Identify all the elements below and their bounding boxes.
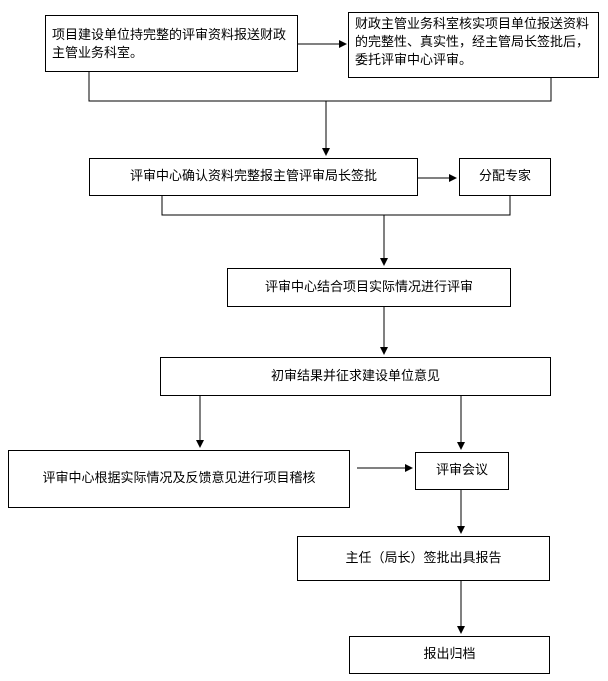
bracket-second-row	[161, 196, 511, 216]
node-archive-report: 报出归档	[349, 636, 550, 674]
node-project-recheck: 评审中心根据实际情况及反馈意见进行项目稽核	[8, 450, 350, 508]
node-assign-experts: 分配专家	[459, 158, 551, 196]
node-preliminary-result: 初审结果并征求建设单位意见	[160, 357, 551, 396]
node-review-meeting: 评审会议	[415, 452, 509, 490]
node-submit-materials: 项目建设单位持完整的评审资料报送财政主管业务科室。	[45, 15, 298, 72]
node-verify-materials: 财政主管业务科室核实项目单位报送资料的完整性、真实性，经主管局长签批后，委托评审…	[348, 12, 599, 78]
node-approve-report: 主任（局长）签批出具报告	[297, 536, 550, 581]
node-conduct-review: 评审中心结合项目实际情况进行评审	[227, 268, 511, 307]
node-confirm-and-sign: 评审中心确认资料完整报主管评审局长签批	[89, 158, 418, 196]
bracket-top-row	[88, 72, 552, 102]
